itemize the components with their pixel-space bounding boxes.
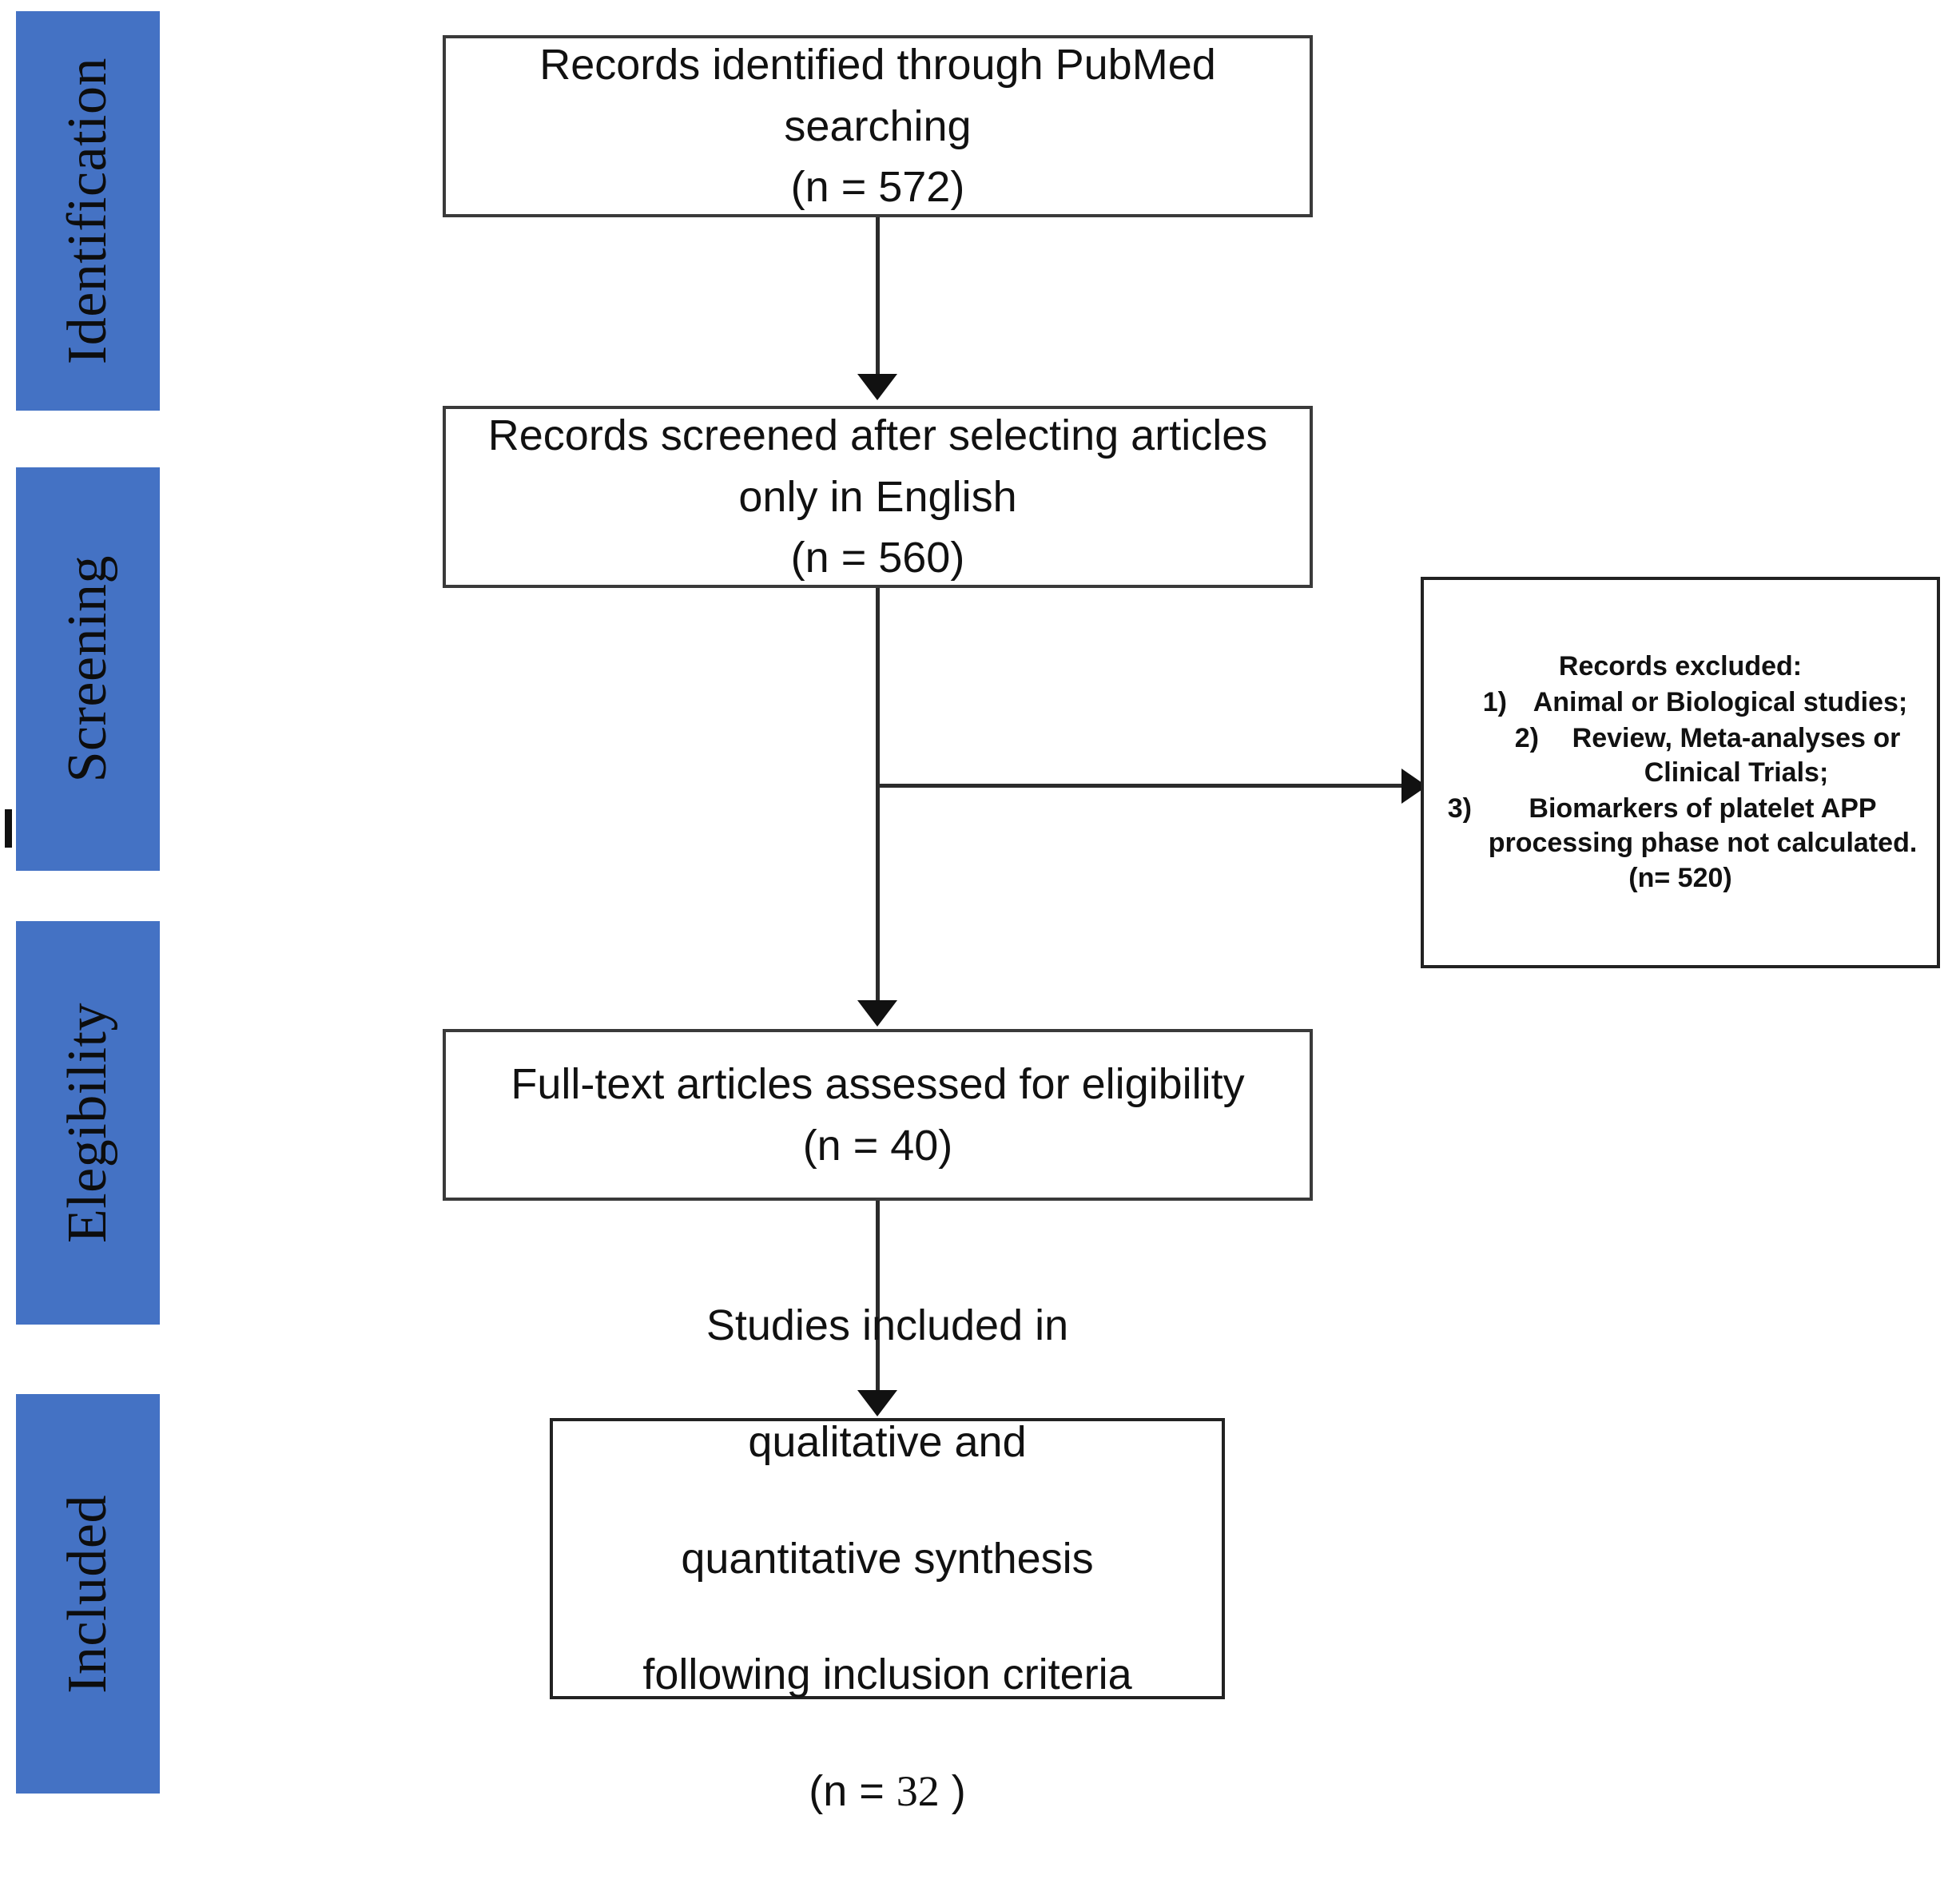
- stage-bar-included: Included: [16, 1394, 160, 1794]
- box-records-identified-text: Records identified through PubMed search…: [539, 41, 1216, 212]
- connector-identified-to-screened: [876, 217, 880, 377]
- excluded-item-3-number: 3): [1447, 793, 1472, 824]
- box-records-screened: Records screened after selecting article…: [443, 406, 1313, 588]
- box-studies-included-line4: following inclusion criteria: [642, 1651, 1132, 1699]
- screening-tick-mark: [5, 809, 12, 848]
- box-fulltext-assessed: Full-text articles assessed for eligibil…: [443, 1029, 1313, 1201]
- box-records-excluded: Records excluded: 1) Animal or Biologica…: [1421, 577, 1940, 968]
- connector-screened-to-fulltext: [876, 588, 880, 1003]
- box-studies-included-line3: quantitative synthesis: [681, 1534, 1094, 1583]
- stage-bar-eligibility: Elegibility: [16, 921, 160, 1325]
- arrowhead-screened-to-fulltext: [857, 1000, 897, 1027]
- stage-bar-identification: Identification: [16, 11, 160, 411]
- excluded-item-3-text: Biomarkers of platelet APP processing ph…: [1488, 793, 1918, 858]
- stage-label-eligibility: Elegibility: [57, 1002, 118, 1244]
- connector-fulltext-to-included: [876, 1201, 880, 1392]
- excluded-item-1-number: 1): [1482, 687, 1507, 718]
- box-studies-included-line2: qualitative and: [748, 1417, 1027, 1466]
- stage-label-included: Included: [57, 1494, 118, 1694]
- stage-label-screening: Screening: [57, 555, 118, 783]
- box-records-identified: Records identified through PubMed search…: [443, 35, 1313, 217]
- excluded-item-2-number: 2): [1514, 723, 1539, 754]
- box-studies-included-text: Studies included in qualitative and quan…: [622, 1238, 1152, 1879]
- excluded-item-1: 1) Animal or Biological studies;: [1435, 685, 1926, 720]
- box-studies-included-line1: Studies included in: [706, 1301, 1069, 1349]
- stage-label-identification: Identification: [57, 57, 118, 365]
- excluded-item-1-text: Animal or Biological studies;: [1533, 687, 1908, 718]
- box-studies-included-count: (n = 32 ): [642, 1762, 1131, 1821]
- included-count-value: 32: [896, 1767, 940, 1816]
- included-count-suffix: ): [939, 1767, 966, 1816]
- excluded-count: (n= 520): [1628, 863, 1732, 894]
- excluded-item-3: 3) Biomarkers of platelet APP processing…: [1435, 792, 1926, 860]
- box-fulltext-assessed-text: Full-text articles assessed for eligibil…: [511, 1059, 1245, 1170]
- excluded-item-2-text: Review, Meta-analyses or Clinical Trials…: [1572, 723, 1901, 788]
- excluded-title: Records excluded:: [1558, 650, 1803, 681]
- excluded-item-2: 2) Review, Meta-analyses or Clinical Tri…: [1435, 721, 1926, 790]
- connector-screened-to-excluded: [876, 784, 1427, 788]
- stage-bar-screening: Screening: [16, 467, 160, 871]
- box-studies-included: Studies included in qualitative and quan…: [550, 1301, 1225, 1815]
- included-count-prefix: (n =: [809, 1767, 897, 1816]
- arrowhead-fulltext-to-included: [857, 1390, 897, 1416]
- box-records-screened-text: Records screened after selecting article…: [487, 411, 1268, 582]
- arrowhead-identified-to-screened: [857, 374, 897, 400]
